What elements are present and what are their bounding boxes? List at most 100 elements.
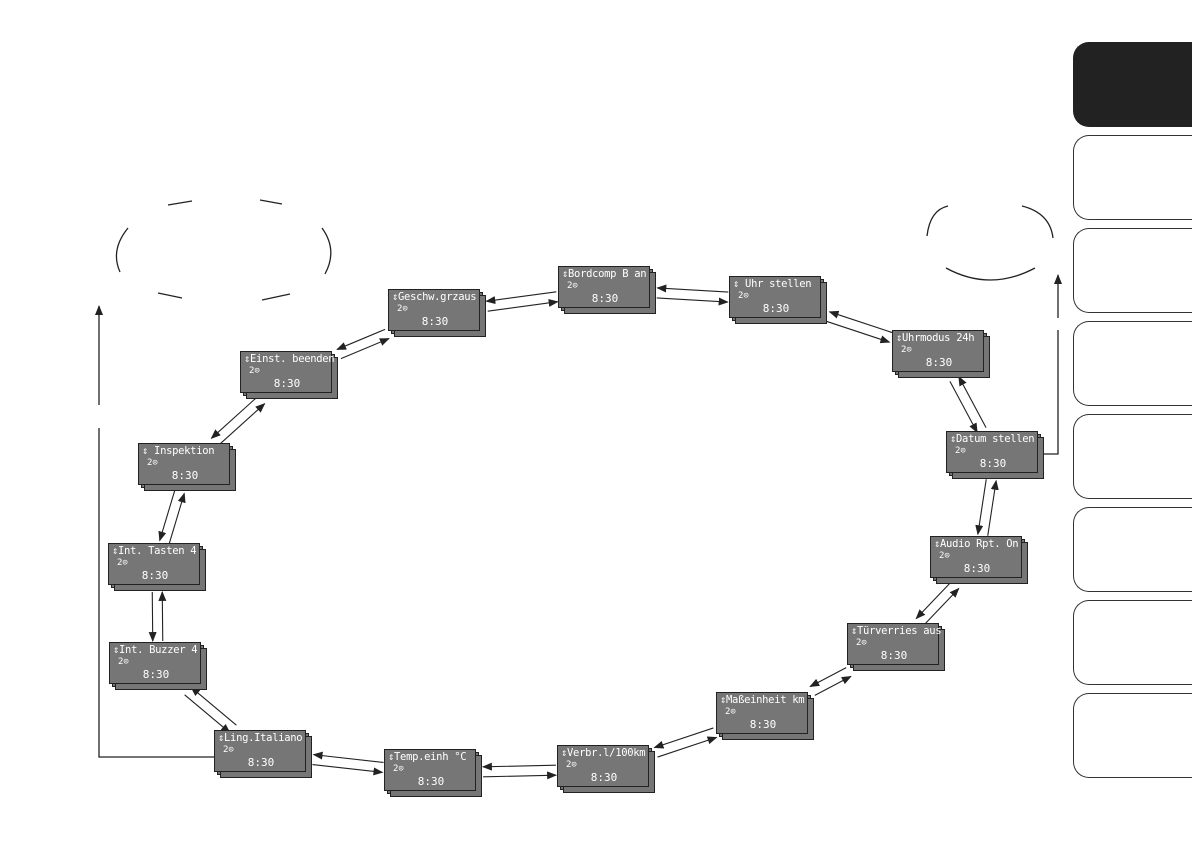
arrow-backward: [814, 675, 852, 696]
section-tab-1[interactable]: [1073, 42, 1192, 127]
arrow-forward: [826, 320, 891, 344]
arrow-backward: [987, 479, 999, 536]
screen-label: ⇕ Uhr stellen: [733, 278, 812, 290]
screen-gear-indicator: 2⊙: [147, 458, 158, 468]
screen-time: 8:30: [591, 292, 619, 305]
arrow-forward: [915, 581, 952, 620]
screen-label: ⇕Int. Tasten 4: [112, 545, 197, 557]
screen-label: ⇕Audio Rpt. On: [934, 538, 1019, 550]
screen-gear-indicator: 2⊙: [738, 291, 749, 301]
button-ellipse-left: [115, 199, 332, 301]
section-tab-2[interactable]: [1073, 135, 1192, 220]
screen-time: 8:30: [417, 775, 445, 788]
screen-label: ⇕Ling.Italiano: [218, 732, 303, 744]
screen-time: 8:30: [171, 469, 199, 482]
screen-label: ⇕Bordcomp B an: [562, 268, 647, 280]
screen-gear-indicator: 2⊙: [397, 304, 408, 314]
arrow-backward: [158, 490, 176, 542]
screen-time: 8:30: [880, 649, 908, 662]
section-tab-3[interactable]: [1073, 228, 1192, 313]
section-tab-5[interactable]: [1073, 414, 1192, 499]
arrow-backward: [828, 310, 893, 334]
exit-path-left: [95, 305, 215, 758]
arrow-backward: [210, 395, 259, 439]
screen-gear-indicator: 2⊙: [249, 366, 260, 376]
arrow-forward: [168, 492, 186, 544]
screen-label: ⇕Int. Buzzer 4: [113, 644, 198, 656]
arrow-forward: [481, 762, 556, 771]
arrow-forward: [949, 381, 978, 434]
arrow-forward: [653, 727, 714, 749]
button-ellipse-right: [926, 205, 1054, 281]
arrow-forward: [190, 686, 237, 726]
screen-label: ⇕ Inspektion: [142, 445, 215, 457]
screen-gear-indicator: 2⊙: [393, 764, 404, 774]
screen-gear-indicator: 2⊙: [118, 657, 129, 667]
section-tab-7[interactable]: [1073, 600, 1192, 685]
arrow-backward: [656, 284, 729, 293]
screen-time: 8:30: [925, 356, 953, 369]
screen-label: ⇕Einst. beenden: [244, 353, 335, 365]
screen-time: 8:30: [749, 718, 777, 731]
section-tab-4[interactable]: [1073, 321, 1192, 406]
screen-gear-indicator: 2⊙: [856, 638, 867, 648]
arrow-forward: [656, 297, 729, 306]
screen-label: ⇕Geschw.grzaus: [392, 291, 477, 303]
arrow-backward: [336, 328, 386, 350]
navigation-arrows: [148, 284, 999, 780]
arrow-forward: [312, 751, 384, 763]
screen-time: 8:30: [590, 771, 618, 784]
arrow-backward: [483, 771, 558, 780]
screen-gear-indicator: 2⊙: [955, 446, 966, 456]
screen-label: ⇕Maßeinheit km: [720, 694, 805, 706]
section-tab-6[interactable]: [1073, 507, 1192, 592]
screen-gear-indicator: 2⊙: [725, 707, 736, 717]
arrow-backward: [958, 375, 987, 428]
screen-gear-indicator: 2⊙: [223, 745, 234, 755]
screen-label: ⇕Türverries aus: [851, 625, 942, 637]
screen-gear-indicator: 2⊙: [901, 345, 912, 355]
screen-time: 8:30: [142, 668, 170, 681]
screen-label: ⇕Temp.einh °C: [388, 751, 467, 763]
screen-gear-indicator: 2⊙: [567, 281, 578, 291]
arrow-backward: [657, 736, 718, 758]
screen-time: 8:30: [979, 457, 1007, 470]
screen-gear-indicator: 2⊙: [566, 760, 577, 770]
arrow-backward: [312, 764, 384, 776]
arrow-forward: [975, 479, 987, 536]
section-tab-8[interactable]: [1073, 693, 1192, 778]
screen-time: 8:30: [273, 377, 301, 390]
arrow-forward: [809, 667, 847, 688]
screen-time: 8:30: [247, 756, 275, 769]
arrow-backward: [184, 694, 231, 734]
arrow-forward: [340, 338, 390, 360]
screen-time: 8:30: [421, 315, 449, 328]
screen-time: 8:30: [762, 302, 790, 315]
screen-time: 8:30: [141, 569, 169, 582]
